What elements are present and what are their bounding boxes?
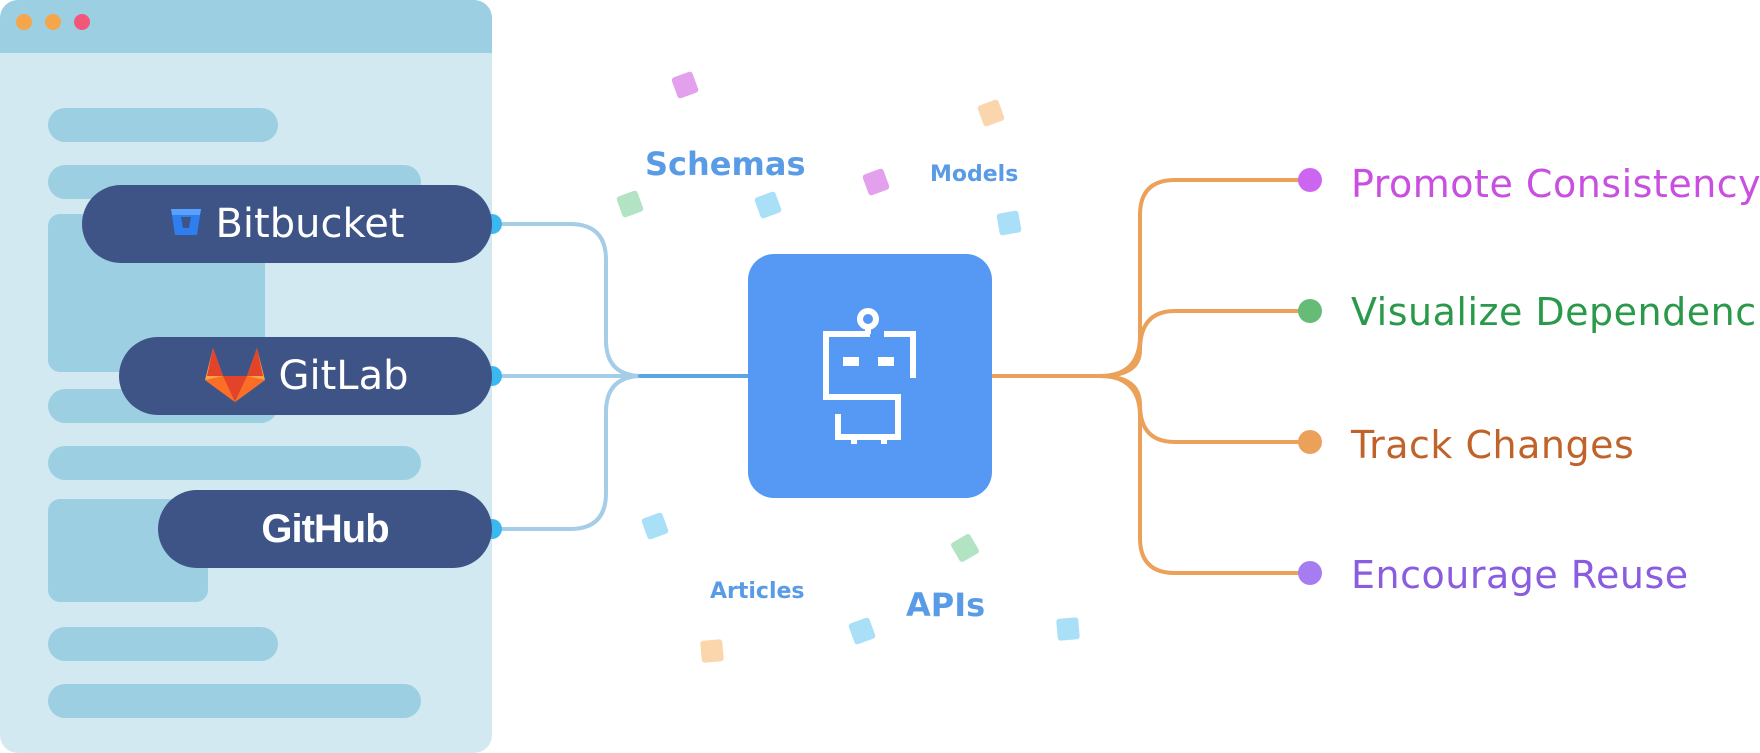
source-pill-gitlab: GitLab: [119, 337, 492, 415]
topic-label-schemas: Schemas: [645, 145, 806, 183]
skeleton-line: [48, 108, 278, 142]
confetti-square: [1056, 617, 1080, 641]
source-name: Bitbucket: [215, 201, 405, 247]
source-name: GitHub: [261, 507, 389, 551]
wire-dependencies: [990, 309, 1312, 378]
wire-bitbucket: [490, 222, 750, 378]
benefit-promote-consistency: Promote Consistency: [1351, 162, 1760, 206]
wire-reuse: [990, 374, 1312, 575]
robot-icon: [823, 308, 916, 444]
window-dot-orange-2: [45, 14, 61, 30]
skeleton-line: [48, 684, 421, 718]
skeleton-line: [48, 627, 278, 661]
benefit-dot: [1298, 299, 1322, 323]
window-dot-red: [74, 14, 90, 30]
confetti-square: [700, 639, 724, 663]
source-pill-github: GitHub: [158, 490, 492, 568]
topic-label-articles: Articles: [710, 579, 805, 604]
wire-github: [490, 374, 750, 531]
topic-label-apis: APIs: [906, 586, 986, 624]
benefit-encourage-reuse: Encourage Reuse: [1351, 553, 1689, 597]
wire-consistency: [990, 178, 1312, 378]
wire-changes: [990, 374, 1312, 444]
topic-label-models: Models: [930, 162, 1019, 187]
bitbucket-logo-icon: [169, 207, 203, 241]
source-pill-bitbucket: Bitbucket: [82, 185, 492, 263]
benefit-track-changes: Track Changes: [1351, 423, 1635, 467]
benefit-visualize-dependencies: Visualize Dependencies: [1351, 290, 1760, 334]
benefit-dot: [1298, 168, 1322, 192]
central-hub: [748, 254, 992, 498]
skeleton-line: [48, 446, 421, 480]
source-name: GitLab: [278, 353, 409, 399]
confetti-square: [996, 210, 1022, 236]
benefit-dot: [1298, 430, 1322, 454]
benefit-dot: [1298, 561, 1322, 585]
gitlab-logo-icon: [203, 344, 267, 408]
window-dot-orange: [16, 14, 32, 30]
